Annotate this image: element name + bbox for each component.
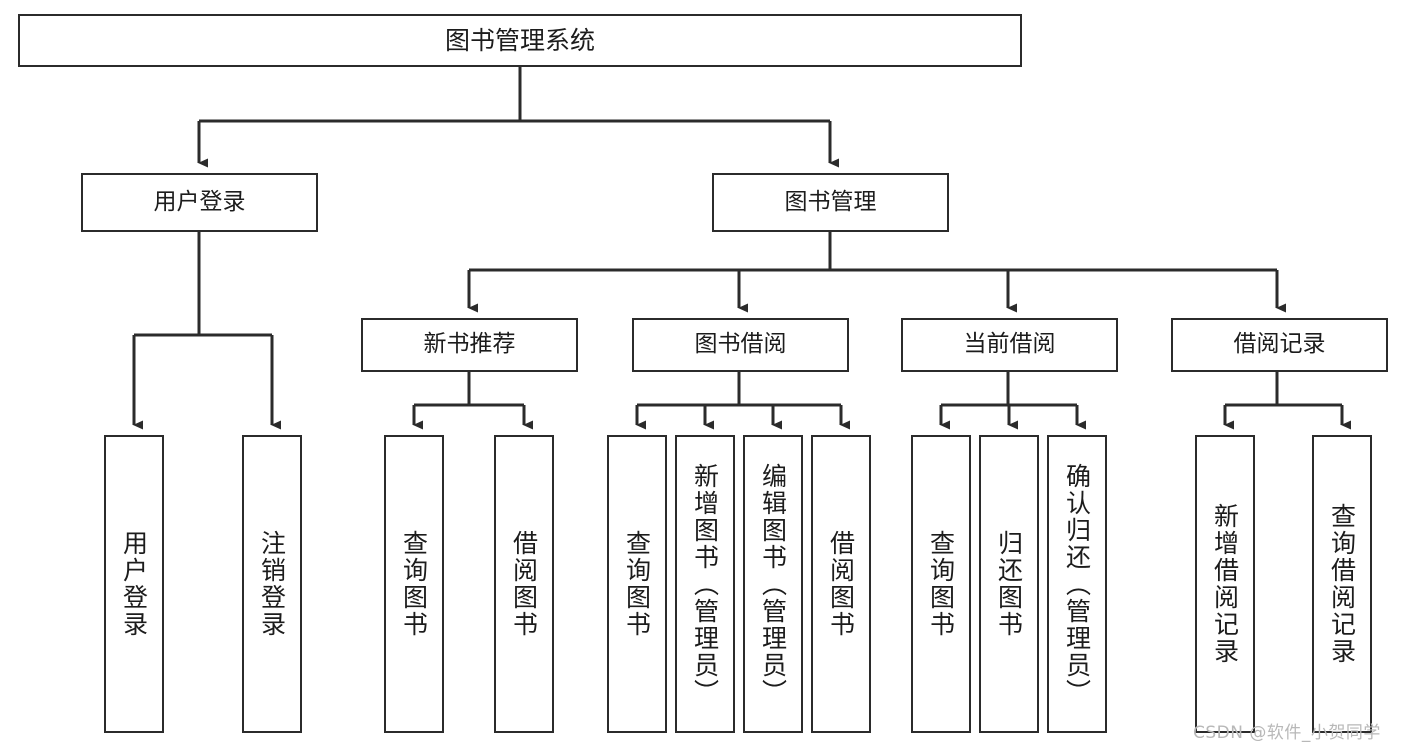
leaf-borrow-book-2[interactable]: 借阅图书 — [811, 435, 871, 733]
leaf-query-record-label: 查询借阅记录 — [1327, 503, 1357, 665]
leaf-query-record[interactable]: 查询借阅记录 — [1312, 435, 1372, 733]
node-borrow-record-label: 借阅记录 — [1233, 331, 1326, 358]
leaf-query-book-2[interactable]: 查询图书 — [607, 435, 667, 733]
leaf-query-book-1[interactable]: 查询图书 — [384, 435, 444, 733]
leaf-confirm-return-label: 确认归还（管理员） — [1062, 462, 1092, 706]
leaf-add-book-label: 新增图书（管理员） — [690, 462, 720, 706]
leaf-add-book[interactable]: 新增图书（管理员） — [675, 435, 735, 733]
csdn-watermark: CSDN @软件_小贺同学 — [1193, 723, 1381, 743]
leaf-return-book-label: 归还图书 — [994, 530, 1024, 638]
node-user-login-label: 用户登录 — [153, 188, 246, 215]
leaf-query-book-1-label: 查询图书 — [399, 530, 429, 638]
node-root-label: 图书管理系统 — [444, 25, 595, 55]
leaf-borrow-book-1[interactable]: 借阅图书 — [494, 435, 554, 733]
leaf-confirm-return[interactable]: 确认归还（管理员） — [1047, 435, 1107, 733]
leaf-borrow-book-2-label: 借阅图书 — [826, 530, 856, 638]
node-current-borrow-label: 当前借阅 — [963, 331, 1056, 358]
node-new-book-rec-label: 新书推荐 — [423, 331, 516, 358]
node-current-borrow[interactable]: 当前借阅 — [901, 318, 1118, 372]
leaf-user-login-label: 用户登录 — [119, 530, 149, 638]
leaf-logout-label: 注销登录 — [257, 530, 287, 638]
node-new-book-rec[interactable]: 新书推荐 — [361, 318, 578, 372]
node-user-login[interactable]: 用户登录 — [81, 173, 318, 232]
leaf-query-book-2-label: 查询图书 — [622, 530, 652, 638]
leaf-return-book[interactable]: 归还图书 — [979, 435, 1039, 733]
node-borrow-record[interactable]: 借阅记录 — [1171, 318, 1388, 372]
leaf-logout[interactable]: 注销登录 — [242, 435, 302, 733]
node-book-manage-label: 图书管理 — [784, 188, 877, 215]
leaf-add-record-label: 新增借阅记录 — [1210, 503, 1240, 665]
node-book-manage[interactable]: 图书管理 — [712, 173, 949, 232]
leaf-edit-book-label: 编辑图书（管理员） — [758, 462, 788, 706]
leaf-add-record[interactable]: 新增借阅记录 — [1195, 435, 1255, 733]
leaf-borrow-book-1-label: 借阅图书 — [509, 530, 539, 638]
leaf-query-book-3[interactable]: 查询图书 — [911, 435, 971, 733]
leaf-user-login[interactable]: 用户登录 — [104, 435, 164, 733]
node-book-borrow-label: 图书借阅 — [694, 331, 787, 358]
leaf-query-book-3-label: 查询图书 — [926, 530, 956, 638]
node-book-borrow[interactable]: 图书借阅 — [632, 318, 849, 372]
leaf-edit-book[interactable]: 编辑图书（管理员） — [743, 435, 803, 733]
node-root[interactable]: 图书管理系统 — [18, 14, 1022, 67]
